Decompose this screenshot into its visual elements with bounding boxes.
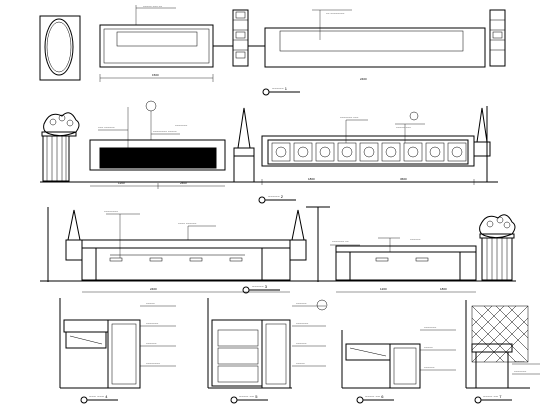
elev-a-dim-1: 1200	[118, 181, 125, 185]
section-4: ~~~~~~ ~~~~~~~ ~~~~ ~~ 7	[465, 300, 540, 404]
section-1: ~~~~~ ~~~~~~~ ~~~~~~ ~~~~~~~~ ~~~ ~~~ 4	[59, 298, 176, 404]
svg-text:~~~~ ~~ 7: ~~~~ ~~ 7	[483, 394, 502, 399]
section-1-note-2: ~~~~~~~	[146, 321, 159, 325]
section-3-note-2: ~~~~~	[424, 345, 433, 349]
hatch-fill	[471, 305, 529, 363]
section-1-title: ~~~ ~~~ 4	[80, 394, 118, 404]
top-view: 1500 ~~~~~ ~~~ ~~ ~~ ~~~~~~~~ 2400	[39, 4, 506, 96]
counter-elevation-carved: 1800 3600	[261, 135, 475, 185]
counter-plan-right: ~~ ~~~~~~~~ 2400	[264, 9, 486, 81]
carved-panel-row	[271, 142, 467, 162]
elev-a-dim-4: 3600	[400, 177, 407, 181]
elev-b-leader-note-2: ~~~~ ~~~~~~	[178, 221, 197, 225]
top-dim-length: 2400	[360, 77, 367, 81]
section-2-note-3: ~~~~~~	[296, 341, 307, 345]
svg-text:~~~~ ~~ 6: ~~~~ ~~ 6	[365, 394, 384, 399]
elev-b-dim-1: 2400	[150, 287, 157, 291]
section-2-note-1: ~~~~~~	[296, 301, 307, 305]
pillar-left-plan	[232, 9, 249, 67]
obelisk-right	[473, 106, 491, 182]
section-4-note-2: ~~~~~~~	[514, 369, 527, 373]
section-2-note-2: ~~~~~~~	[296, 321, 309, 325]
elevation-b-title: ~~~~~ 3	[242, 284, 280, 294]
elev-a-leader-note-3: ~~~~~~~ ~~~	[340, 115, 359, 119]
planter-with-plant-right	[479, 214, 516, 281]
section-3-title: ~~~~ ~~ 6	[356, 394, 394, 404]
obelisk-left	[233, 107, 255, 182]
elevation-a-title: ~~~~~ 2	[258, 194, 296, 204]
elev-a-dim-3: 1800	[308, 177, 315, 181]
section-2: ~~~~~~ ~~~~~~~ ~~~~~~ ~~~~~ ~~~~ ~~ 5	[207, 298, 326, 404]
svg-text:~~~~ ~~ 5: ~~~~ ~~ 5	[239, 394, 258, 399]
svg-text:~~~~~ 2: ~~~~~ 2	[268, 194, 284, 199]
section-4-note-1: ~~~~~~	[514, 359, 525, 363]
counter-elevation-b-side: ~~~~~~~ ~~ ~~~~~~	[330, 237, 477, 281]
elev-b-leader-note-3: ~~~~~~~ ~~	[332, 239, 349, 243]
planter-with-plant	[41, 112, 80, 182]
top-dim-width: 1500	[152, 73, 159, 77]
section-1-note-3: ~~~~~~	[146, 341, 157, 345]
section-3: ~~~~~~~ ~~~~~ ~~~~~~ ~~~~ ~~ 6	[316, 299, 456, 404]
elev-b-dim-2: 1200	[380, 287, 387, 291]
section-1-note-4: ~~~~~~~~	[146, 361, 160, 365]
obelisk-b-left	[65, 209, 83, 261]
elevation-a: 1200 2400 ~~~ ~~~~~~ ~~~~~~~~ ~~~~~ ~~~~…	[40, 100, 498, 204]
obelisk-b-mid	[289, 209, 307, 261]
elev-a-leader-note-2: ~~~~~~~~ ~~~~~	[153, 129, 177, 133]
oval-planter	[39, 15, 81, 81]
section-4-title: ~~~~ ~~ 7	[474, 394, 512, 404]
counter-plan-left: 1500 ~~~~~ ~~~ ~~	[99, 4, 214, 82]
elevation-b: ~~~~~~~~ ~~~~ ~~~~~~ ~~~~~~~ ~~ ~~~~~~	[40, 206, 516, 294]
counter-elevation-b-main: ~~~~~~~~ ~~~~ ~~~~~~	[81, 209, 291, 281]
top-view-title: ~~~~~ 1	[262, 86, 300, 96]
section-3-note-3: ~~~~~~	[424, 365, 435, 369]
counter-elevation-dark: 1200 2400	[89, 139, 226, 189]
section-3-note-1: ~~~~~~~	[424, 325, 437, 329]
elev-b-dim-3: 1800	[440, 287, 447, 291]
svg-text:~~~~~ 3: ~~~~~ 3	[252, 284, 268, 289]
pillar-right-plan	[489, 9, 506, 67]
svg-text:~~~ ~~~ 4: ~~~ ~~~ 4	[89, 394, 108, 399]
top-leader-note-1: ~~~~~ ~~~ ~~	[143, 4, 162, 8]
section-1-note-1: ~~~~~	[146, 301, 155, 305]
section-2-title: ~~~~ ~~ 5	[230, 394, 268, 404]
elev-b-leader-note-4: ~~~~~~	[410, 237, 421, 241]
elev-a-dim-2: 2400	[180, 181, 187, 185]
elev-a-leader-note-1: ~~~ ~~~~~~	[98, 125, 115, 129]
elev-a-note-extra: ~~~~~~~	[175, 123, 188, 127]
elev-b-leader-note-1: ~~~~~~~~	[104, 209, 118, 213]
top-leader-note-2: ~~ ~~~~~~~~	[326, 11, 345, 15]
elev-a-leader-note-4: ~~~~~ ~~~	[396, 125, 411, 129]
section-2-note-4: ~~~~~	[296, 361, 305, 365]
svg-text:~~~~~ 1: ~~~~~ 1	[272, 86, 288, 91]
